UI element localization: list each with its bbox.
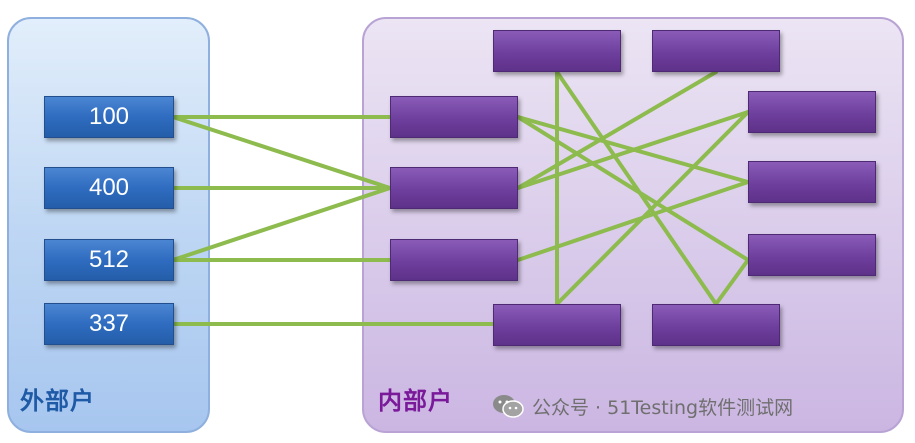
inner-account-box-left-3: [390, 239, 518, 281]
outer-account-box: 337: [44, 303, 174, 345]
link-top1-bottom2: [555, 70, 718, 306]
link-right3-bottom2: [714, 258, 750, 306]
inner-account-box-top-1: [493, 30, 621, 72]
inner-account-box-right-3: [748, 234, 876, 276]
link-100-to-inner-2: [171, 115, 392, 190]
inner-account-box-bottom-1: [493, 304, 621, 346]
link-inner2-top2: [516, 70, 718, 190]
outer-account-box: 400: [44, 167, 174, 209]
link-inner3-right2: [516, 180, 750, 262]
link-512-to-inner-2: [171, 186, 392, 262]
inner-account-box-right-2: [748, 161, 876, 203]
inner-group-label: 内部户: [378, 387, 453, 415]
link-right3-bottom1: [555, 110, 750, 306]
inner-account-box-top-2: [652, 30, 780, 72]
outer-accounts-panel: [7, 17, 210, 433]
outer-account-box: 512: [44, 239, 174, 281]
outer-account-box: 100: [44, 96, 174, 138]
inner-account-box-bottom-2: [652, 304, 780, 346]
inner-account-box-left-2: [390, 167, 518, 209]
link-inner2-right1: [516, 110, 750, 190]
watermark-text: 公众号 · 51Testing软件测试网: [532, 396, 794, 419]
watermark: 公众号 · 51Testing软件测试网: [492, 392, 793, 420]
inner-account-box-left-1: [390, 96, 518, 138]
outer-group-label: 外部户: [20, 387, 95, 415]
inner-account-box-right-1: [748, 91, 876, 133]
wechat-icon: [493, 395, 524, 418]
link-inner1-right3: [516, 115, 750, 262]
